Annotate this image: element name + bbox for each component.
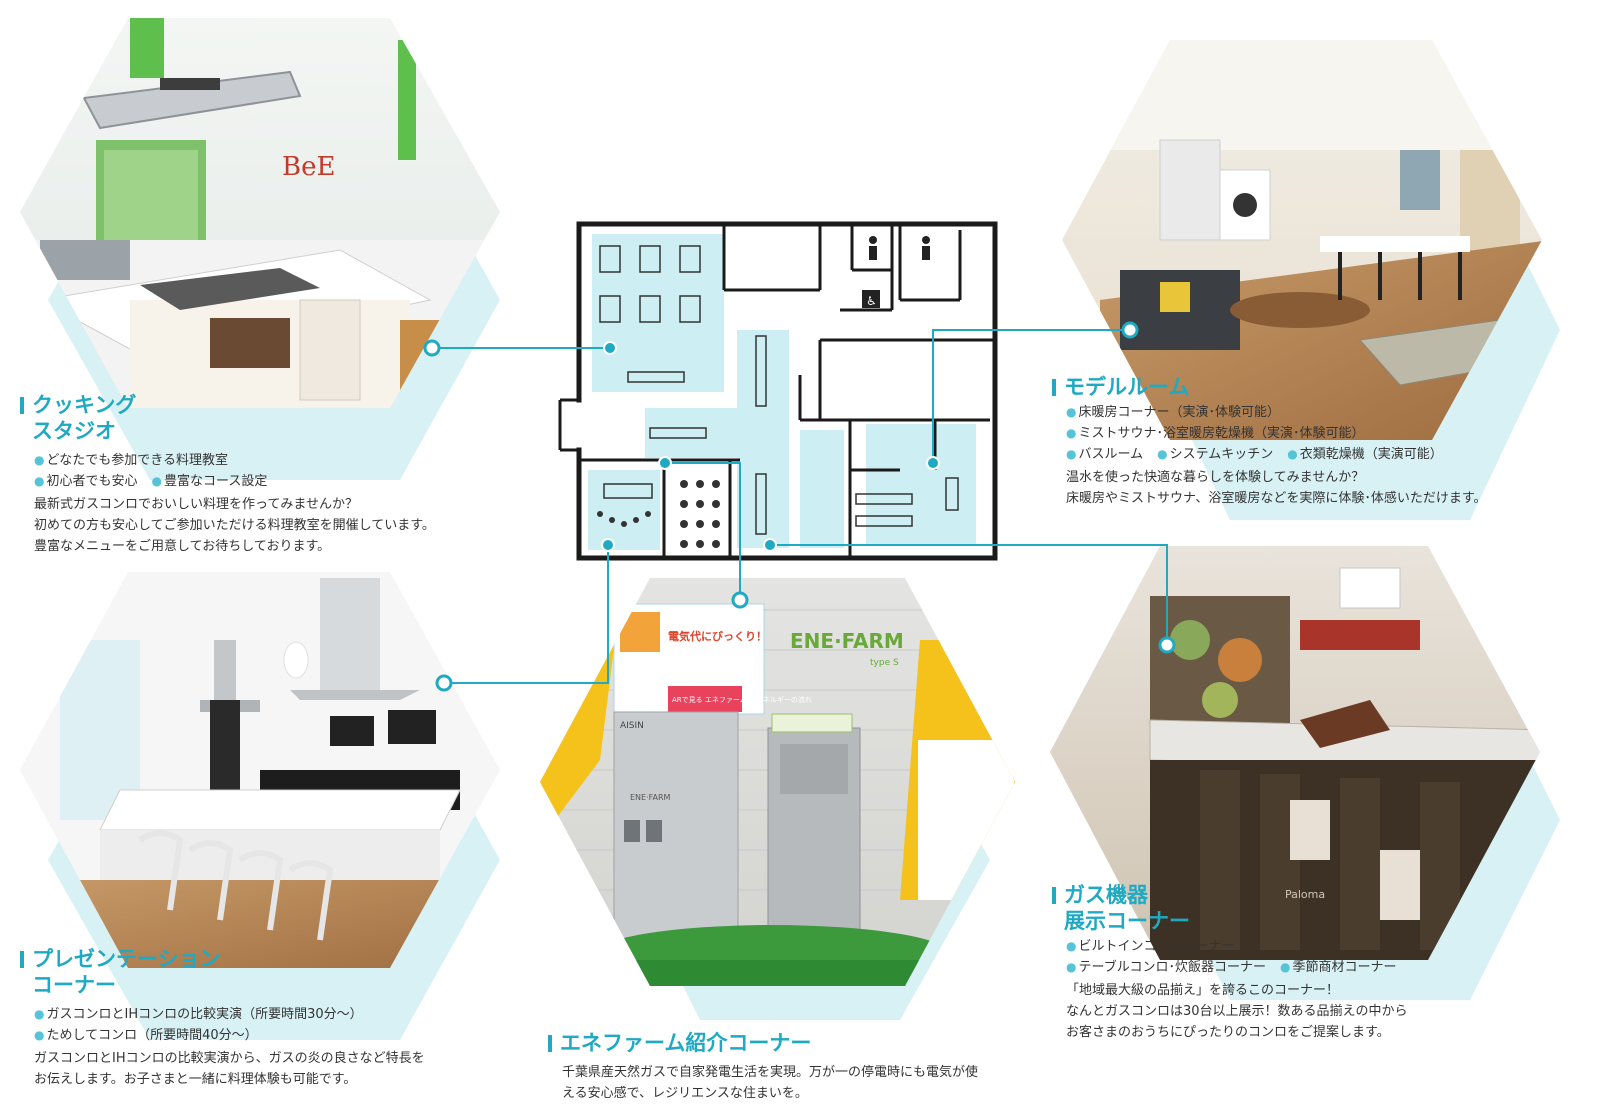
bee-logo: BeE bbox=[282, 152, 335, 182]
wheelchair-icon: ♿ bbox=[866, 294, 877, 308]
feature-item: 初心者でも安心 bbox=[34, 471, 137, 492]
cooking-studio-description: 最新式ガスコンロでおいしい料理を作ってみませんか？ 初めての方も安心してご参加い… bbox=[34, 497, 435, 554]
connector-lines bbox=[432, 329, 1168, 684]
feature-item: ミストサウナ･浴室暖房乾燥機（実演･体験可能） bbox=[1066, 423, 1364, 444]
presentation-corner-section: プレゼンテーション コーナー ガスコンロとIHコンロの比較実演（所要時間30分～… bbox=[20, 946, 425, 1090]
feature-item: どなたでも参加できる料理教室 bbox=[34, 450, 227, 471]
feature-item: バスルーム bbox=[1066, 444, 1143, 465]
unit-label: ENE·FARM bbox=[630, 793, 671, 802]
enefarm-type: type S bbox=[870, 658, 899, 668]
cooking-studio-features: どなたでも参加できる料理教室 初心者でも安心豊富なコース設定 bbox=[34, 450, 435, 492]
cooking-studio-section: クッキング スタジオ どなたでも参加できる料理教室 初心者でも安心豊富なコース設… bbox=[20, 392, 435, 557]
poster-headline: 電気代にびっくり！ bbox=[668, 629, 767, 643]
gas-equipment-section: ガス機器 展示コーナー ビルトインコンロコーナー テーブルコンロ･炊飯器コーナー… bbox=[1052, 882, 1410, 1043]
feature-item: 季節商材コーナー bbox=[1280, 957, 1396, 978]
feature-item: 床暖房コーナー（実演･体験可能） bbox=[1066, 402, 1280, 423]
model-room-section: モデルルーム 床暖房コーナー（実演･体験可能） ミストサウナ･浴室暖房乾燥機（実… bbox=[1052, 374, 1487, 509]
connector-dots bbox=[423, 321, 1176, 692]
cooking-studio-photo: BeE bbox=[20, 18, 500, 408]
enefarm-logo: ENE·FARM bbox=[790, 629, 904, 653]
ar-panel-text: ARで見る エネファームの エネルギーの流れ bbox=[672, 695, 812, 704]
model-room-photo bbox=[1062, 40, 1542, 440]
restroom-icons bbox=[862, 236, 930, 308]
model-room-description: 温水を使った快適な暮らしを体験してみませんか？ 床暖房やミストサウナ、浴室暖房な… bbox=[1066, 470, 1487, 506]
gas-equipment-title: ガス機器 展示コーナー bbox=[1052, 882, 1410, 934]
paloma-label: Paloma bbox=[1285, 888, 1325, 901]
feature-item: ビルトインコンロコーナー bbox=[1066, 936, 1234, 957]
presentation-corner-features: ガスコンロとIHコンロの比較実演（所要時間30分～） ためしてコンロ（所要時間4… bbox=[34, 1004, 425, 1046]
feature-item: システムキッチン bbox=[1157, 444, 1274, 465]
gas-equipment-photo: Paloma bbox=[1050, 546, 1540, 960]
enefarm-corner-title: エネファーム紹介コーナー bbox=[548, 1030, 978, 1056]
feature-item: ガスコンロとIHコンロの比較実演（所要時間30分～） bbox=[34, 1004, 362, 1025]
cooking-studio-title: クッキング スタジオ bbox=[20, 392, 435, 444]
enefarm-corner-section: エネファーム紹介コーナー 千葉県産天然ガスで自家発電生活を実現。万が一の停電時に… bbox=[548, 1030, 978, 1104]
model-room-features: 床暖房コーナー（実演･体験可能） ミストサウナ･浴室暖房乾燥機（実演･体験可能）… bbox=[1066, 402, 1487, 465]
model-room-title: モデルルーム bbox=[1052, 374, 1487, 400]
feature-item: ためしてコンロ（所要時間40分～） bbox=[34, 1025, 257, 1046]
enefarm-corner-photo: 電気代にびっくり！ ARで見る エネファームの エネルギーの流れ AISIN E… bbox=[540, 578, 1015, 986]
presentation-corner-photo bbox=[20, 572, 500, 968]
enefarm-corner-description: 千葉県産天然ガスで自家発電生活を実現。万が一の停電時にも電気が使 える安心感で、… bbox=[562, 1065, 979, 1101]
feature-item: 豊富なコース設定 bbox=[152, 471, 267, 492]
presentation-corner-title: プレゼンテーション コーナー bbox=[20, 946, 425, 998]
aisin-label: AISIN bbox=[620, 721, 644, 731]
floor-plan: ♿ bbox=[558, 221, 998, 561]
feature-item: 衣類乾燥機（実演可能） bbox=[1287, 444, 1443, 465]
feature-item: テーブルコンロ･炊飯器コーナー bbox=[1066, 957, 1265, 978]
gas-equipment-features: ビルトインコンロコーナー テーブルコンロ･炊飯器コーナー季節商材コーナー bbox=[1066, 936, 1410, 978]
presentation-corner-description: ガスコンロとIHコンロの比較実演から、ガスの炎の良さなど特長を お伝えします。お… bbox=[34, 1051, 425, 1087]
gas-equipment-description: 「地域最大級の品揃え」を誇るこのコーナー！ なんとガスコンロは30台以上展示！数… bbox=[1066, 983, 1408, 1040]
